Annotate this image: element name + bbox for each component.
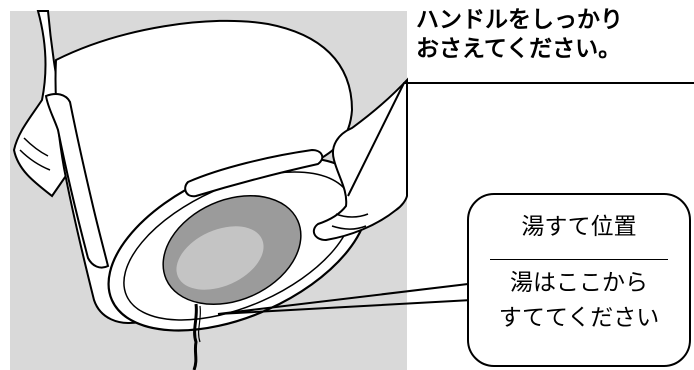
right-hand [312,77,408,242]
callout-body-line-1: 湯はここから [510,270,648,296]
pour-position-callout: 湯すて位置 湯はここから すててください [468,194,690,336]
callout-body-line-2: すててください [498,305,660,331]
water-stream-highlight [197,305,202,343]
handle-instruction-text: ハンドルをしっかり おさえてください。 [416,6,694,64]
kettle-interior-highlight [176,226,264,290]
instruction-line-1: ハンドルをしっかり [416,7,623,33]
pour-spot-leader-line [217,283,473,315]
handle-leader-line [347,82,694,197]
callout-divider [490,259,668,260]
left-finger-lines [19,137,51,171]
callout-title: 湯すて位置 [521,214,637,240]
callout-body: 湯はここから すててください [468,266,690,336]
instruction-line-2: おさえてください。 [416,36,622,62]
right-finger-lines [331,213,369,230]
water-stream [192,303,198,370]
lid-tab [184,148,324,198]
callout-bubble [467,193,691,367]
kettle-handle [44,93,110,269]
